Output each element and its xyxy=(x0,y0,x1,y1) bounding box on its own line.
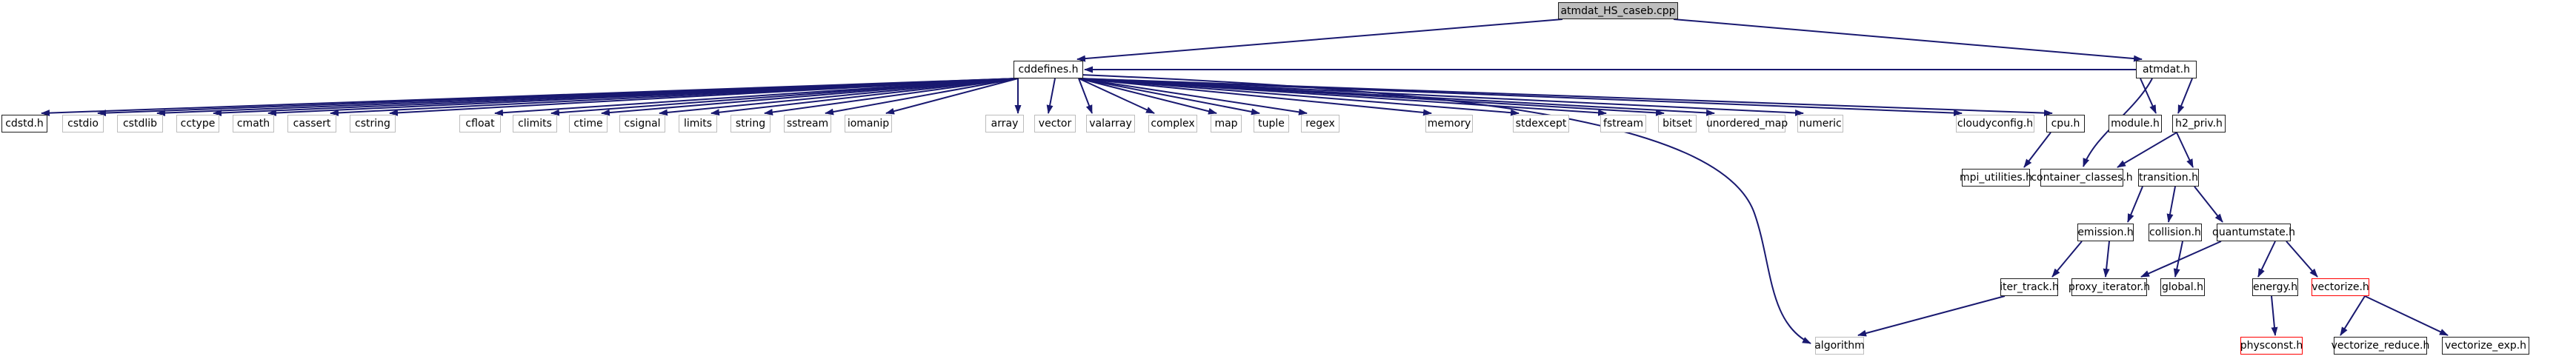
node-limits[interactable]: limits xyxy=(679,115,717,132)
edge-iter_track-to-algorithm xyxy=(1857,295,2006,337)
edge-cddefines-to-vector xyxy=(1046,78,1056,114)
node-array[interactable]: array xyxy=(985,115,1024,132)
edge-collision-to-global xyxy=(2173,241,2183,278)
node-csignal[interactable]: csignal xyxy=(619,115,665,132)
node-quantumstate[interactable]: quantumstate.h xyxy=(2212,224,2295,241)
node-container-classes[interactable]: container_classes.h xyxy=(2031,169,2133,187)
edge-root-to-atmdat xyxy=(1673,19,2143,62)
node-unordered-map[interactable]: unordered_map xyxy=(1706,115,1788,132)
edge-h2_priv-to-transition xyxy=(2176,132,2194,168)
edge-cddefines-to-limits xyxy=(710,78,1019,116)
node-cstdio[interactable]: cstdio xyxy=(62,115,104,132)
edge-atmdat-to-module xyxy=(2140,78,2157,114)
edge-root-to-cddefines xyxy=(1076,19,1563,62)
edge-atmdat-to-h2_priv xyxy=(2177,78,2193,114)
node-vectorize-exp[interactable]: vectorize_exp.h xyxy=(2442,337,2529,355)
node-mpi-utilities[interactable]: mpi_utilities.h xyxy=(1960,169,2032,187)
node-stdexcept[interactable]: stdexcept xyxy=(1513,115,1569,132)
edge-vectorize-to-vectorize_reduce xyxy=(2340,295,2366,336)
node-regex[interactable]: regex xyxy=(1301,115,1339,132)
edge-cddefines-to-ctime xyxy=(601,78,1019,116)
node-vectorize[interactable]: vectorize.h xyxy=(2312,278,2369,296)
node-complex[interactable]: complex xyxy=(1148,115,1197,132)
edge-transition-to-emission xyxy=(2127,186,2143,223)
node-cpu[interactable]: cpu.h xyxy=(2046,115,2085,132)
edge-cddefines-to-sstream xyxy=(825,78,1019,115)
node-cstdlib[interactable]: cstdlib xyxy=(117,115,163,132)
edge-cddefines-to-memory xyxy=(1078,78,1432,116)
edge-cddefines-to-csignal xyxy=(659,78,1019,116)
node-cfloat[interactable]: cfloat xyxy=(459,115,501,132)
edge-cddefines-to-valarray xyxy=(1078,78,1093,114)
node-atmdat[interactable]: atmdat.h xyxy=(2136,61,2197,78)
node-cmath[interactable]: cmath xyxy=(233,115,274,132)
edge-vectorize-to-vectorize_exp xyxy=(2364,295,2449,336)
node-proxy-iterator[interactable]: proxy_iterator.h xyxy=(2069,278,2150,296)
node-cdstd[interactable]: cdstd.h xyxy=(1,115,47,132)
node-h2-priv[interactable]: h2_priv.h xyxy=(2172,115,2226,132)
node-memory[interactable]: memory xyxy=(1425,115,1473,132)
node-climits[interactable]: climits xyxy=(513,115,557,132)
edge-h2_priv-to-container_classes xyxy=(2117,132,2177,168)
edge-quantumstate-to-energy xyxy=(2257,241,2276,278)
edge-cddefines-to-cstring xyxy=(389,78,1019,116)
node-module[interactable]: module.h xyxy=(2109,115,2162,132)
node-map[interactable]: map xyxy=(1211,115,1242,132)
edge-cddefines-to-iomanip xyxy=(885,78,1019,115)
node-valarray[interactable]: valarray xyxy=(1086,115,1135,132)
edge-cddefines-to-numeric xyxy=(1078,78,1804,116)
edge-energy-to-physconst xyxy=(2271,295,2278,336)
edge-cddefines-to-tuple xyxy=(1078,78,1260,115)
edge-transition-to-quantumstate xyxy=(2194,186,2223,223)
edge-cddefines-to-cpu xyxy=(1078,78,2053,117)
node-cctype[interactable]: cctype xyxy=(176,115,219,132)
edge-cddefines-to-stdexcept xyxy=(1078,78,1520,116)
edge-cddefines-to-complex xyxy=(1078,78,1155,114)
edge-transition-to-collision xyxy=(2166,186,2176,223)
node-ctime[interactable]: ctime xyxy=(569,115,608,132)
node-vector[interactable]: vector xyxy=(1034,115,1076,132)
node-bitset[interactable]: bitset xyxy=(1658,115,1697,132)
edge-cddefines-to-map xyxy=(1078,78,1217,115)
edge-quantumstate-to-proxy_iterator xyxy=(2140,241,2222,278)
node-fstream[interactable]: fstream xyxy=(1600,115,1646,132)
node-iter-track[interactable]: iter_track.h xyxy=(2000,278,2059,296)
node-cstring[interactable]: cstring xyxy=(350,115,396,132)
edge-cddefines-to-string xyxy=(764,78,1019,115)
node-sstream[interactable]: sstream xyxy=(784,115,831,132)
edge-cpu-to-mpi_utilities xyxy=(2023,132,2051,168)
node-vectorize-reduce[interactable]: vectorize_reduce.h xyxy=(2332,337,2429,355)
node-global[interactable]: global.h xyxy=(2160,278,2205,296)
node-collision[interactable]: collision.h xyxy=(2149,224,2202,241)
node-string[interactable]: string xyxy=(730,115,771,132)
node-cloudyconfig[interactable]: cloudyconfig.h xyxy=(1956,115,2034,132)
node-root[interactable]: atmdat_HS_caseb.cpp xyxy=(1558,2,1678,19)
edge-cddefines-to-regex xyxy=(1078,78,1308,115)
node-algorithm[interactable]: algorithm xyxy=(1814,337,1865,355)
node-transition[interactable]: transition.h xyxy=(2138,169,2199,187)
node-cassert[interactable]: cassert xyxy=(287,115,336,132)
edge-quantumstate-to-vectorize xyxy=(2286,241,2318,278)
node-numeric[interactable]: numeric xyxy=(1797,115,1843,132)
edge-emission-to-proxy_iterator xyxy=(2103,241,2110,278)
edges-group xyxy=(41,19,2449,344)
node-tuple[interactable]: tuple xyxy=(1254,115,1289,132)
edge-emission-to-iter_track xyxy=(2051,241,2083,278)
node-iomanip[interactable]: iomanip xyxy=(845,115,892,132)
node-energy[interactable]: energy.h xyxy=(2252,278,2298,296)
node-cddefines[interactable]: cddefines.h xyxy=(1014,61,1083,78)
edge-cddefines-to-algorithm xyxy=(1080,74,1811,344)
node-emission[interactable]: emission.h xyxy=(2077,224,2134,241)
node-physconst[interactable]: physconst.h xyxy=(2240,337,2303,355)
